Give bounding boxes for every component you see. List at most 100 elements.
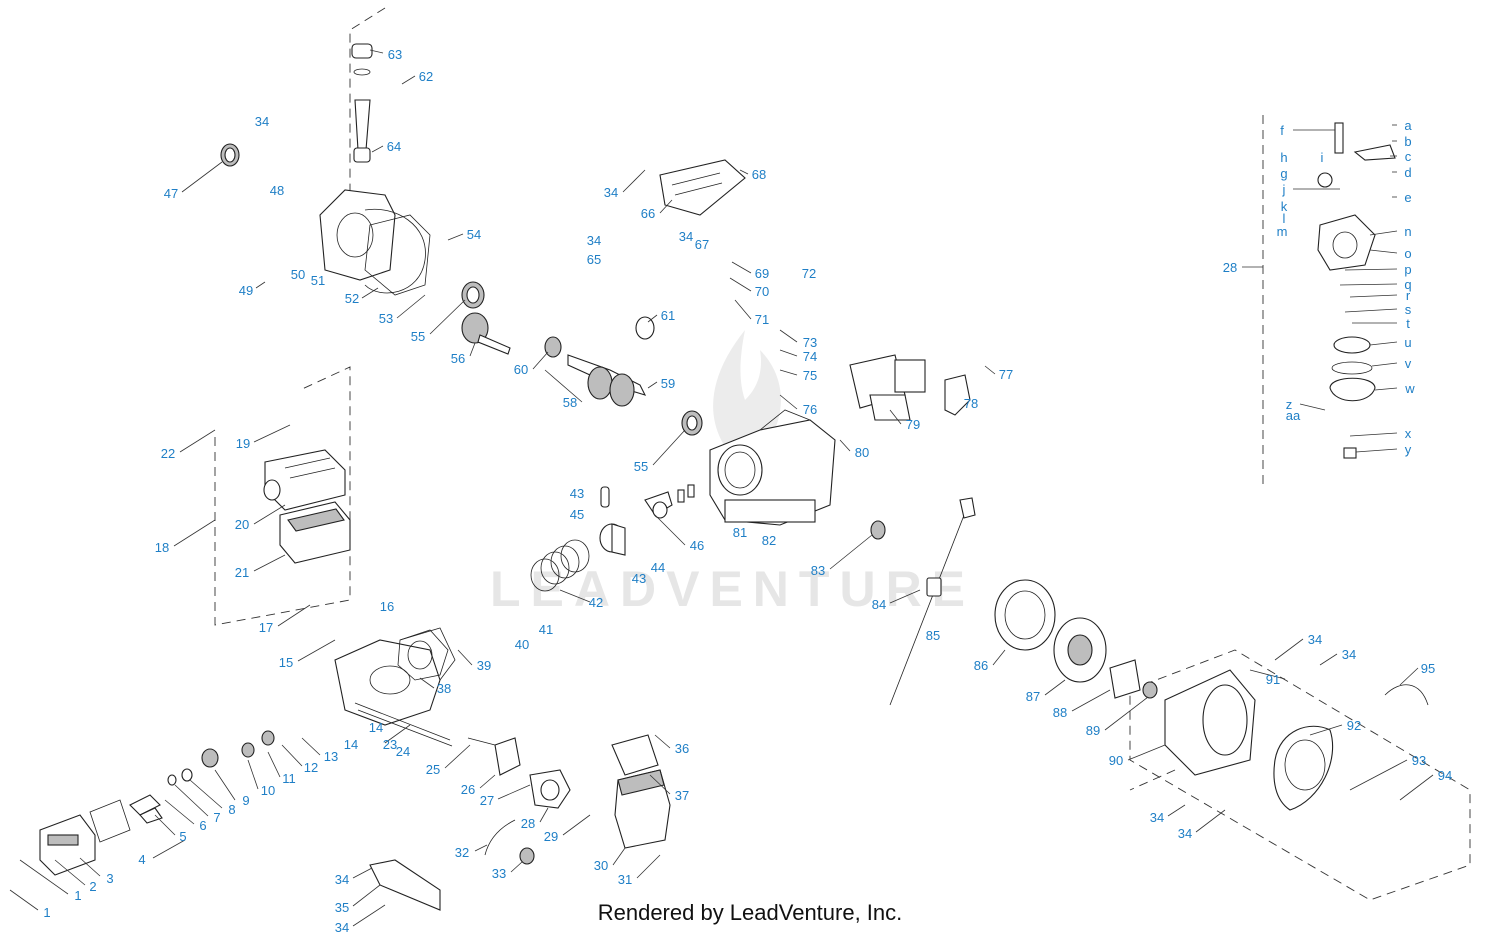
callout-label: y xyxy=(1405,442,1412,457)
callout-label: 49 xyxy=(239,283,253,298)
callout-label: s xyxy=(1405,302,1412,317)
callout-label: 31 xyxy=(618,872,632,887)
callout-label: 28 xyxy=(1223,260,1237,275)
callout-label: 55 xyxy=(411,329,425,344)
callout-label: 39 xyxy=(477,658,491,673)
callout-label: 34 xyxy=(1342,647,1356,662)
starter-cup-88 xyxy=(1109,659,1141,699)
callout-label: i xyxy=(1321,150,1324,165)
valve-cover-4 xyxy=(39,799,131,876)
crankshaft-58 xyxy=(567,354,647,407)
callout-label: 82 xyxy=(762,533,776,548)
callout-label: u xyxy=(1404,335,1411,350)
callout-label: 47 xyxy=(164,186,178,201)
oil-seal-83 xyxy=(870,520,886,540)
carburetor-detail xyxy=(1317,122,1396,459)
callout-label: 70 xyxy=(755,284,769,299)
callout-label: 60 xyxy=(514,362,528,377)
control-panel-66 xyxy=(659,159,746,216)
callout-label: 34 xyxy=(335,920,349,935)
callout-label: 4 xyxy=(138,852,145,867)
callout-label: 15 xyxy=(279,655,293,670)
heat-shield-35 xyxy=(369,859,441,911)
callout-label: 50 xyxy=(291,267,305,282)
callout-label: 34 xyxy=(335,872,349,887)
callout-label: 7 xyxy=(213,810,220,825)
callout-label: 73 xyxy=(803,335,817,350)
callout-label: q xyxy=(1404,277,1411,292)
footer-credit: Rendered by LeadVenture, Inc. xyxy=(597,900,903,925)
callout-label: 23 xyxy=(383,737,397,752)
callout-label: 86 xyxy=(974,658,988,673)
callout-label: 52 xyxy=(345,291,359,306)
governor-61 xyxy=(635,316,655,340)
callout-label: w xyxy=(1404,381,1415,396)
callout-label: 34 xyxy=(1308,632,1322,647)
callout-label: 29 xyxy=(544,829,558,844)
callout-label: 26 xyxy=(461,782,475,797)
connecting-rod-46 xyxy=(644,484,695,519)
callout-label: 46 xyxy=(690,538,704,553)
callout-label: 43 xyxy=(632,571,646,586)
callout-label: f xyxy=(1280,123,1284,138)
crankcase-cover xyxy=(319,189,426,294)
oil-seal-47 xyxy=(220,143,240,167)
callout-label: k xyxy=(1281,199,1288,214)
callout-label: 45 xyxy=(570,507,584,522)
callout-label: 5 xyxy=(179,829,186,844)
callout-label: 17 xyxy=(259,620,273,635)
callout-label: o xyxy=(1404,246,1411,261)
guard-95 xyxy=(1384,684,1429,706)
piston-rings-42 xyxy=(530,539,590,592)
callout-label: p xyxy=(1404,262,1411,277)
callout-label: 59 xyxy=(661,376,675,391)
callout-label: n xyxy=(1404,224,1411,239)
callout-label: 24 xyxy=(396,744,410,759)
callout-label: 34 xyxy=(1150,810,1164,825)
callout-label: b xyxy=(1404,134,1411,149)
head-gasket-39 xyxy=(397,629,449,681)
blower-housing-91 xyxy=(1164,669,1256,776)
callout-label: m xyxy=(1277,224,1288,239)
callout-label: 64 xyxy=(387,139,401,154)
flywheel-86 xyxy=(994,579,1056,651)
callout-label: aa xyxy=(1286,408,1301,423)
callout-label: 81 xyxy=(733,525,747,540)
push-rods-23 xyxy=(354,702,453,747)
callout-label: 35 xyxy=(335,900,349,915)
callout-label: g xyxy=(1280,166,1287,181)
callout-label: a xyxy=(1404,118,1412,133)
air-cleaner-cover-20 xyxy=(263,449,346,511)
group-outlines xyxy=(214,7,1471,901)
callout-label: 34 xyxy=(679,229,693,244)
callout-label: 2 xyxy=(89,879,96,894)
watermark: LEADVENTURE xyxy=(490,561,975,617)
callout-label: 95 xyxy=(1421,661,1435,676)
callout-label: 85 xyxy=(926,628,940,643)
callout-label: 13 xyxy=(324,749,338,764)
callout-label: 78 xyxy=(964,396,978,411)
callout-label: 41 xyxy=(539,622,553,637)
callout-label: 16 xyxy=(380,599,394,614)
callout-label: 62 xyxy=(419,69,433,84)
callout-label: 92 xyxy=(1347,718,1361,733)
wrist-pin-45 xyxy=(600,486,610,508)
callout-label: 19 xyxy=(236,436,250,451)
callout-label: 9 xyxy=(242,793,249,808)
callout-label: c xyxy=(1405,149,1412,164)
callout-label: 72 xyxy=(802,266,816,281)
callout-label: 71 xyxy=(755,312,769,327)
recoil-starter-92 xyxy=(1273,725,1334,811)
flywheel-nut-89 xyxy=(1142,681,1158,699)
callout-label: 89 xyxy=(1086,723,1100,738)
oil-seal-60 xyxy=(544,336,562,358)
callout-label: 94 xyxy=(1438,768,1452,783)
callout-label: z xyxy=(1286,397,1293,412)
callout-label: 48 xyxy=(270,183,284,198)
callout-label: 25 xyxy=(426,762,440,777)
callout-label: 67 xyxy=(695,237,709,252)
callout-label: 54 xyxy=(467,227,481,242)
callout-label: 12 xyxy=(304,760,318,775)
callout-label: 83 xyxy=(811,563,825,578)
callout-label: 10 xyxy=(261,783,275,798)
